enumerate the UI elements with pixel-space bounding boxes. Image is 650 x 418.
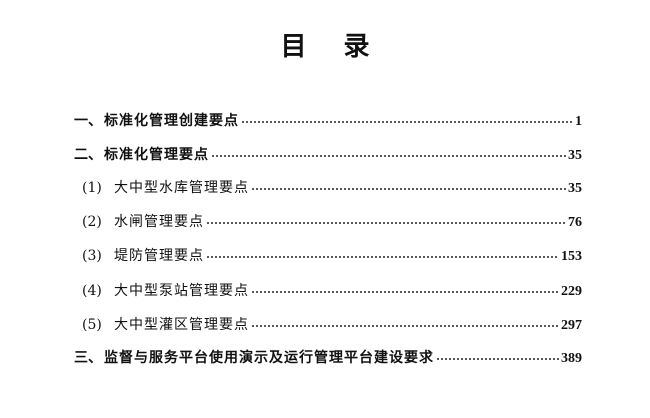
toc-page-number: 1 — [575, 114, 582, 129]
toc-entry-1[interactable]: 一、 标准化管理创建要点 1 — [74, 111, 582, 131]
toc-entry-number: 三、 — [74, 350, 102, 366]
toc-entry-2-4[interactable]: (4) 大中型泵站管理要点 229 — [82, 281, 582, 301]
toc-dot-leader — [241, 121, 573, 123]
toc-entry-2-5[interactable]: (5) 大中型灌区管理要点 297 — [82, 315, 582, 335]
toc-entry-2[interactable]: 二、 标准化管理要点 35 — [74, 145, 582, 165]
toc-entry-text: 标准化管理要点 — [104, 147, 209, 163]
toc-entry-2-1[interactable]: (1) 大中型水库管理要点 35 — [82, 178, 582, 198]
toc-page-number: 76 — [568, 215, 582, 230]
toc-dot-leader — [436, 358, 559, 360]
toc-entry-text: 水闸管理要点 — [114, 214, 204, 230]
toc-page-number: 389 — [561, 351, 582, 366]
toc-entry-2-2[interactable]: (2) 水闸管理要点 76 — [82, 212, 582, 232]
toc-dot-leader — [251, 291, 559, 293]
toc-entry-text: 堤防管理要点 — [114, 248, 204, 264]
toc-entry-number: 二、 — [74, 147, 102, 163]
toc-entry-3[interactable]: 三、 监督与服务平台使用演示及运行管理平台建设要求 389 — [74, 348, 582, 368]
toc-dot-leader — [206, 222, 566, 224]
toc-entry-number: (5) — [82, 317, 102, 333]
toc-entry-2-3[interactable]: (3) 堤防管理要点 153 — [82, 246, 582, 266]
toc-entry-number: (1) — [82, 180, 102, 196]
toc-dot-leader — [211, 155, 566, 157]
toc-title: 目 录 — [280, 32, 384, 62]
toc-page-number: 229 — [561, 284, 582, 299]
toc-entry-text: 大中型泵站管理要点 — [114, 283, 249, 299]
toc-dot-leader — [251, 325, 559, 327]
toc-entry-number: (4) — [82, 283, 102, 299]
toc-dot-leader — [206, 256, 559, 258]
toc-page-number: 297 — [561, 318, 582, 333]
toc-entry-number: 一、 — [74, 113, 102, 129]
toc-entry-number: (3) — [82, 248, 102, 264]
toc-page-number: 35 — [568, 148, 582, 163]
toc-entry-text: 大中型水库管理要点 — [114, 180, 249, 196]
toc-entry-number: (2) — [82, 214, 102, 230]
toc-page-number: 35 — [568, 181, 582, 196]
toc-page-number: 153 — [561, 249, 582, 264]
toc-entry-text: 大中型灌区管理要点 — [114, 317, 249, 333]
toc-dot-leader — [251, 188, 566, 190]
toc-entry-text: 监督与服务平台使用演示及运行管理平台建设要求 — [104, 350, 434, 366]
toc-entry-text: 标准化管理创建要点 — [104, 113, 239, 129]
